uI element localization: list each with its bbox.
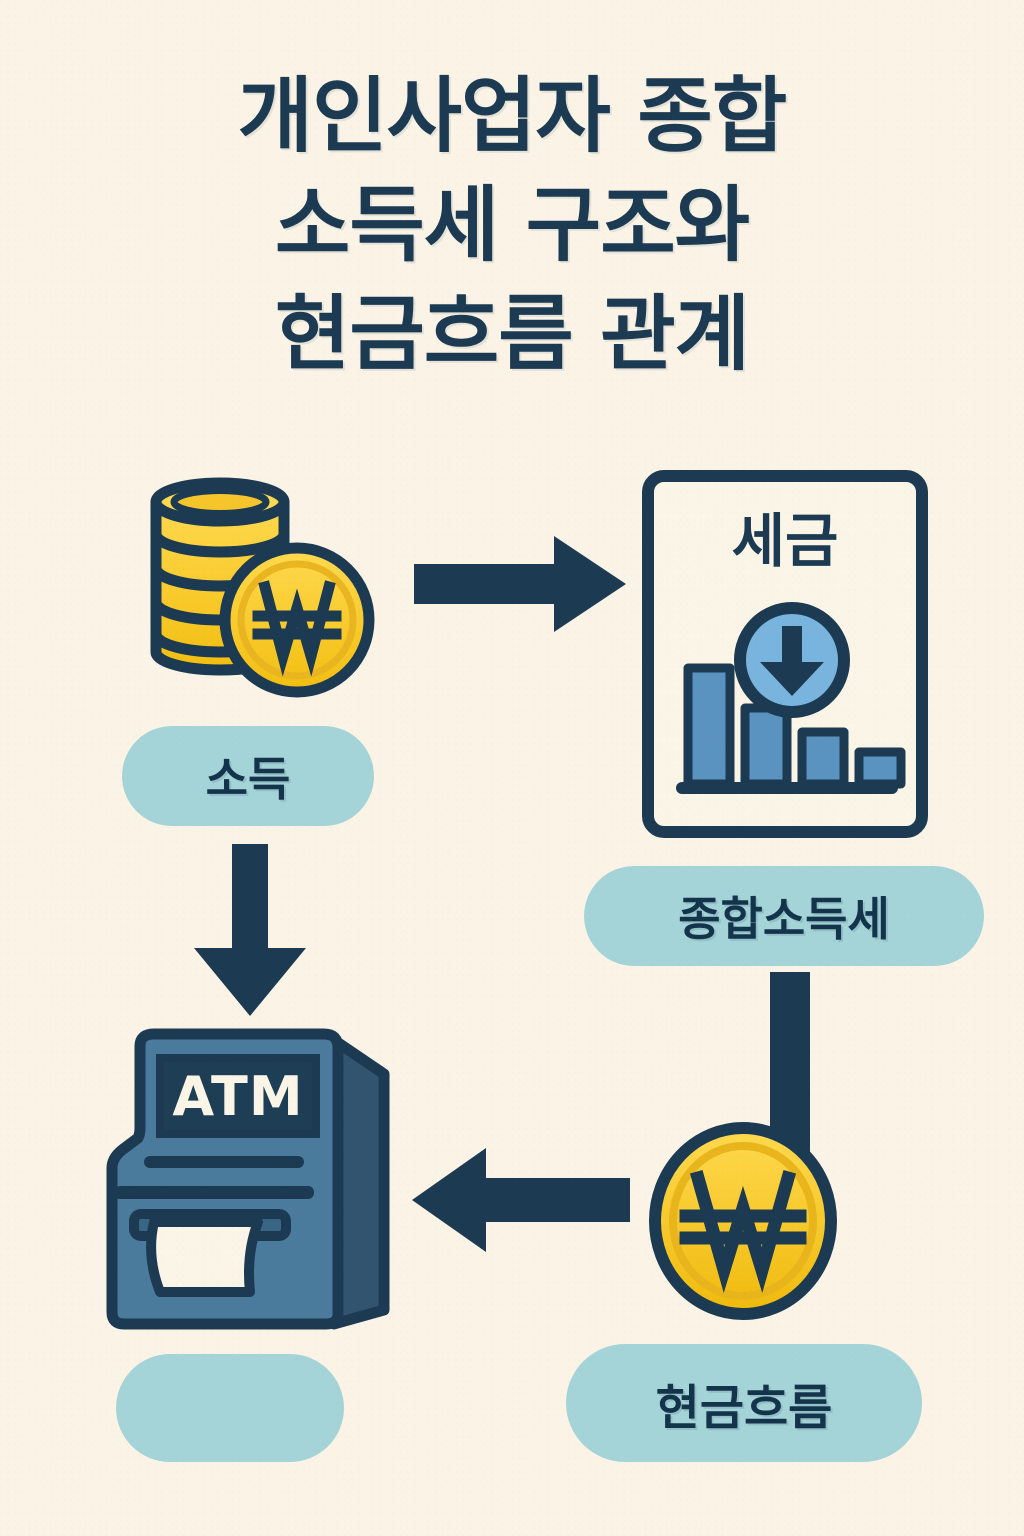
page-title-line-3: 현금흐름 관계 <box>274 287 750 383</box>
tax-card-heading: 세금 <box>731 507 839 575</box>
arrow-income-to-atm <box>194 844 306 1016</box>
label-pill-cashflow: 현금흐름 <box>566 1344 922 1462</box>
label-pill-atm <box>116 1354 344 1462</box>
label-pill-cashflow-text: 현금흐름 <box>655 1380 833 1436</box>
arrow-income-to-tax <box>414 536 626 632</box>
label-pill-tax: 종합소득세 <box>584 866 984 966</box>
arrow-cashflow-to-atm <box>412 1148 630 1252</box>
page-title-line-1: 개인사업자 종합 <box>237 69 788 164</box>
atm-screen-text: ATM <box>172 1065 304 1128</box>
label-pill-income-text: 소득 <box>205 752 291 806</box>
label-pill-income: 소득 <box>122 726 374 826</box>
page-title-line-2: 소득세 구조와 <box>274 178 750 274</box>
tax-document-card: 세금 <box>642 470 928 838</box>
coin-stack-icon <box>134 456 390 704</box>
atm-machine-icon: ATM <box>98 1018 398 1336</box>
page-title: 개인사업자 종합 소득세 구조와 현금흐름 관계 <box>0 62 1024 389</box>
label-pill-tax-text: 종합소득세 <box>678 892 890 946</box>
won-coin-icon <box>648 1122 838 1320</box>
